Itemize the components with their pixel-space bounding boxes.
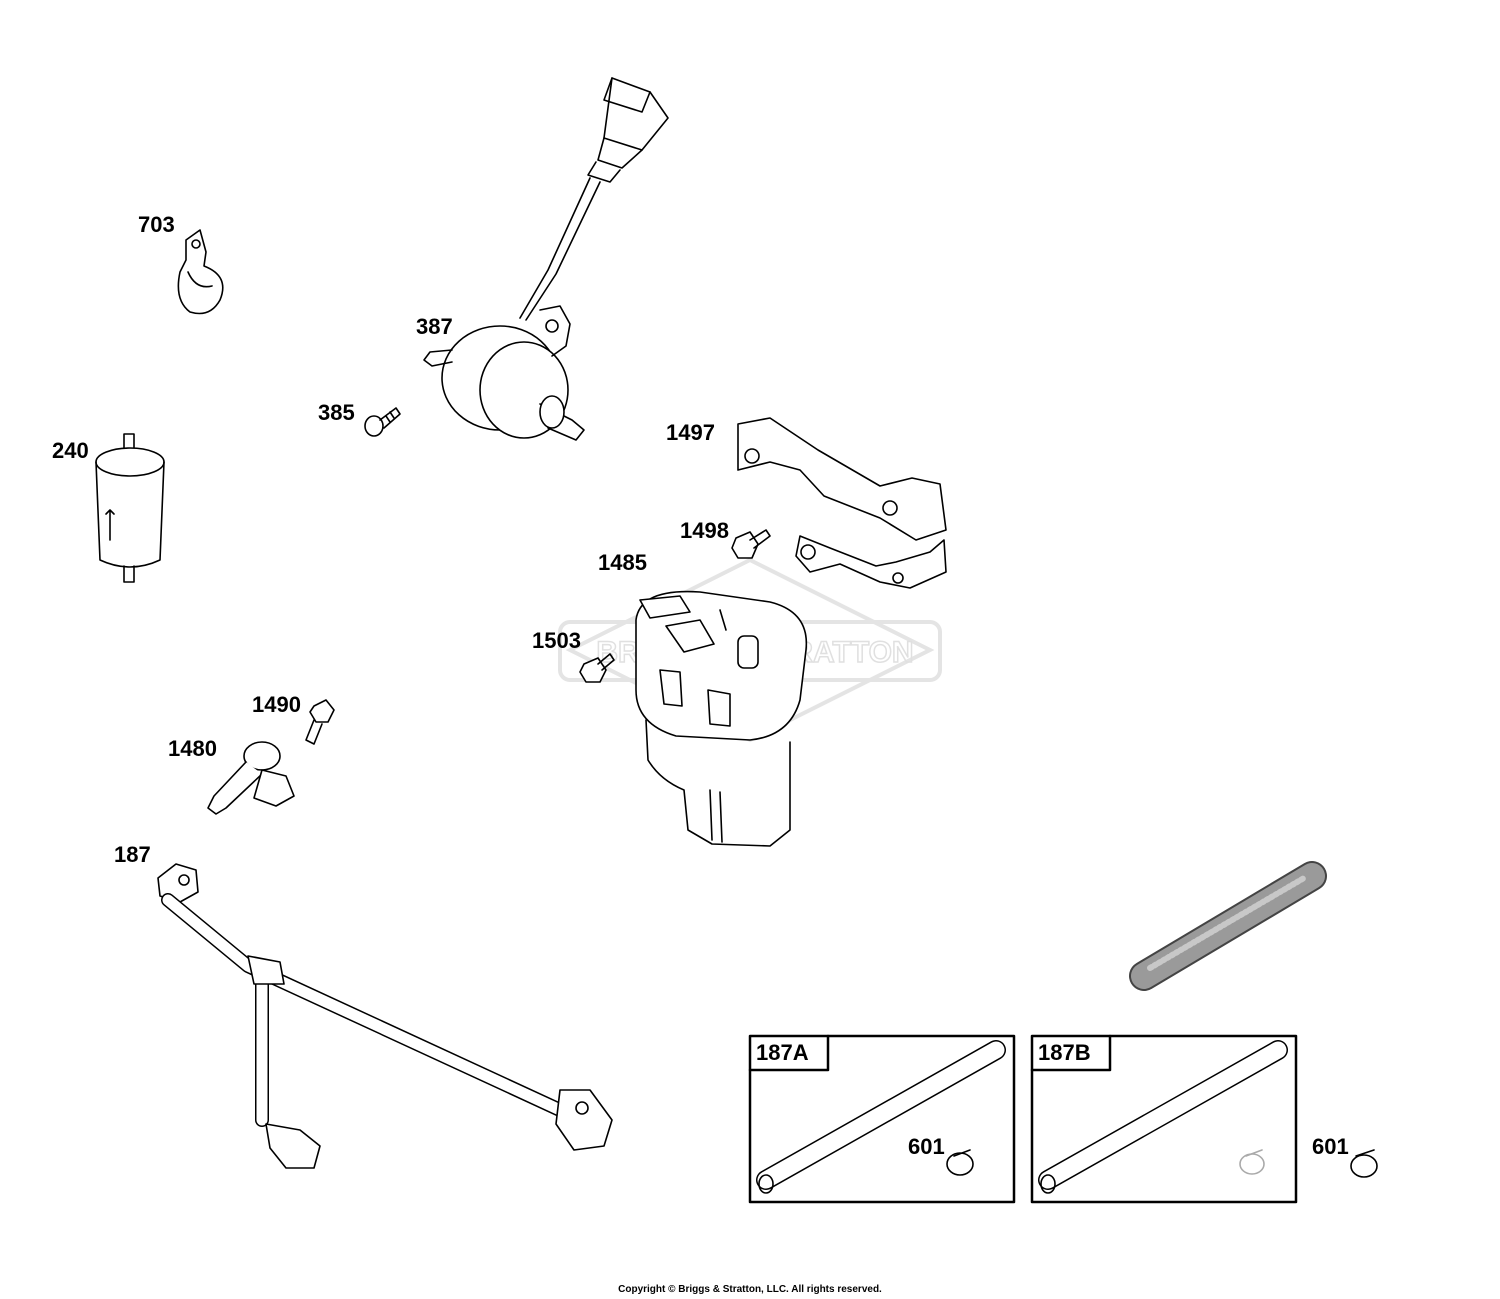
callout-1498: 1498 xyxy=(680,518,729,543)
bolt-1498 xyxy=(731,529,771,559)
kit-label-187a: 187A xyxy=(756,1040,809,1065)
callout-240: 240 xyxy=(52,438,89,463)
callout-1485: 1485 xyxy=(598,550,647,575)
callout-385: 385 xyxy=(318,400,355,425)
kit-187a-box xyxy=(748,1034,1016,1204)
kit-label-187b: 187B xyxy=(1038,1040,1091,1065)
clamp-601 xyxy=(1350,1149,1378,1178)
hose-stock xyxy=(1129,861,1327,991)
callout-1503: 1503 xyxy=(532,628,581,653)
kit-187b-box xyxy=(1030,1034,1298,1204)
bolt-1503 xyxy=(579,653,615,683)
hose-assembly-187 xyxy=(157,863,613,1169)
clamp-703 xyxy=(177,229,224,315)
screw-385 xyxy=(364,407,401,437)
callout-1480: 1480 xyxy=(168,736,217,761)
callout-703: 703 xyxy=(138,212,175,237)
fuel-pump-387 xyxy=(423,77,669,441)
callout-1490: 1490 xyxy=(252,692,301,717)
bracket-1497 xyxy=(737,417,947,589)
callout-187: 187 xyxy=(114,842,151,867)
fuel-filter-240 xyxy=(95,433,165,583)
fuel-pump-module-1485 xyxy=(635,590,808,847)
callout-1497: 1497 xyxy=(666,420,715,445)
fuel-injector-1480 xyxy=(207,741,295,815)
copyright-notice: Copyright © Briggs & Stratton, LLC. All … xyxy=(618,1284,882,1295)
bolt-1490 xyxy=(305,699,335,745)
callout-601-kit: 601 xyxy=(908,1134,945,1159)
callout-601: 601 xyxy=(1312,1134,1349,1159)
callout-387: 387 xyxy=(416,314,453,339)
